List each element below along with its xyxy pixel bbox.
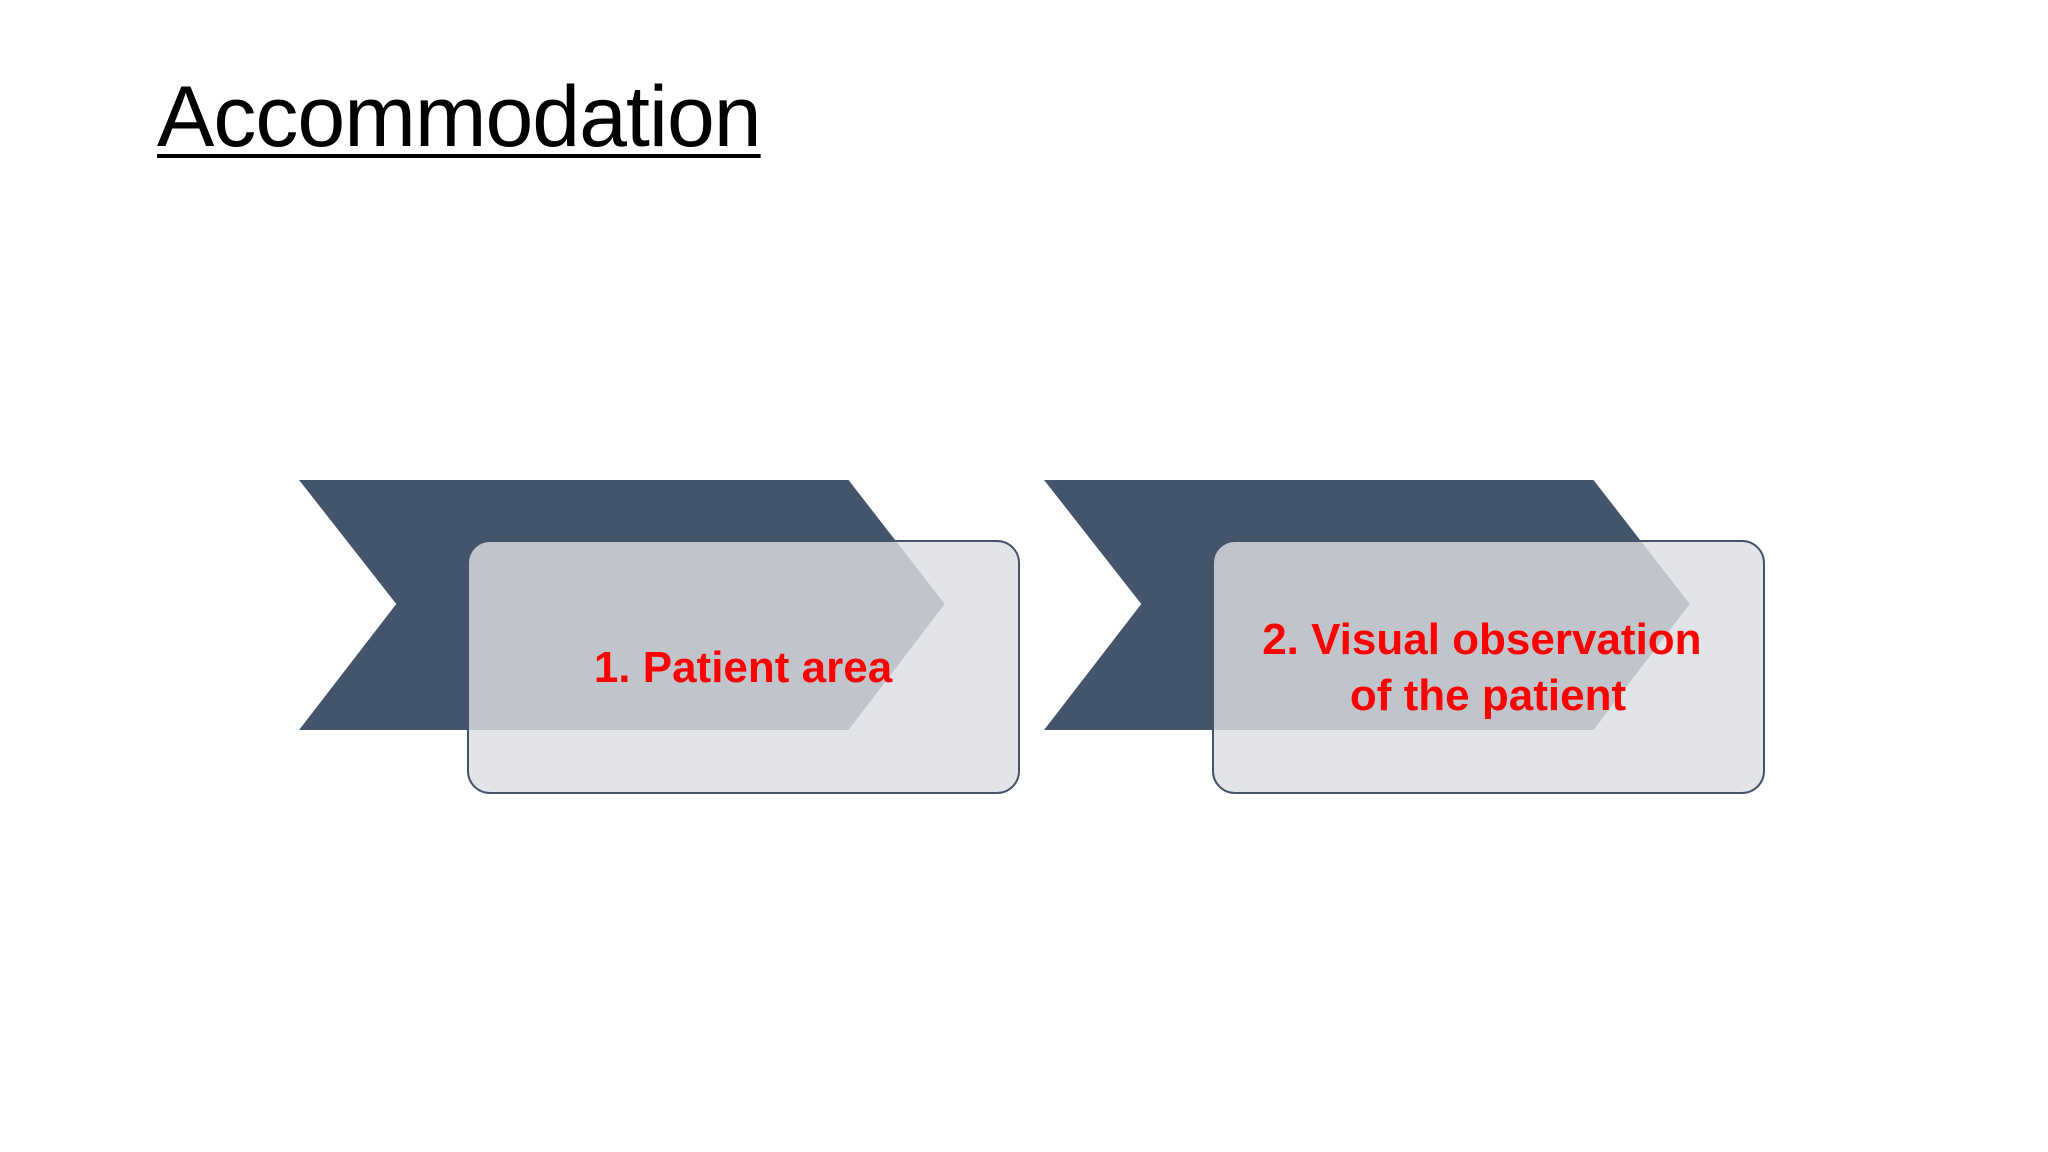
step-2-label: 2. Visual observation of the patient	[1262, 615, 1714, 720]
step-1-box	[467, 540, 1020, 794]
step-1-label-line-1: 1. Patient area	[594, 643, 893, 692]
step-2-label-line-2: of the patient	[1350, 671, 1627, 720]
step-2-label-line-1: 2. Visual observation	[1262, 615, 1701, 664]
process-step-2: 2. Visual observation of the patient	[1039, 478, 1765, 794]
step-2-box	[1212, 540, 1765, 794]
slide-title: Accommodation	[157, 69, 762, 165]
step-1-label: 1. Patient area	[594, 643, 893, 692]
process-step-1: 1. Patient area	[294, 478, 1020, 794]
